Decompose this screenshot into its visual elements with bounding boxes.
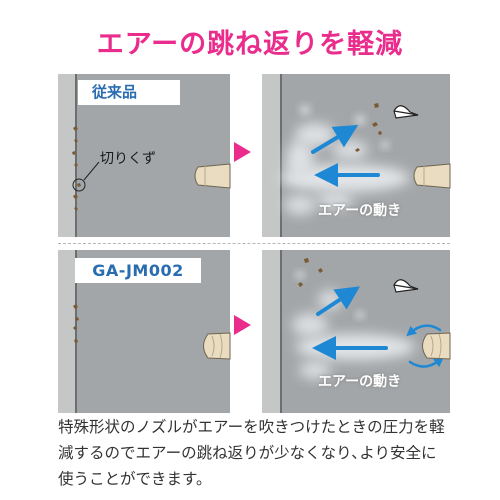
wall bbox=[58, 250, 75, 413]
swirl-icon bbox=[406, 324, 444, 368]
wall-edge bbox=[280, 74, 282, 237]
play-arrow-icon bbox=[234, 315, 251, 335]
nozzle-icon bbox=[194, 163, 231, 189]
air-cloud bbox=[280, 105, 410, 215]
wall bbox=[262, 250, 280, 413]
debris-icon bbox=[73, 304, 79, 343]
label-model: GA-JM002 bbox=[75, 258, 201, 283]
air-arrow-icon bbox=[312, 286, 388, 360]
panel-model-after bbox=[262, 250, 450, 413]
debris-icon bbox=[72, 126, 78, 211]
page-title: エアーの跳ね返りを軽減 bbox=[96, 29, 404, 60]
play-arrow-icon bbox=[234, 142, 251, 162]
eye-icon bbox=[393, 279, 419, 293]
section-divider bbox=[58, 243, 450, 244]
wall bbox=[58, 74, 75, 237]
wall-edge bbox=[75, 250, 77, 413]
nozzle-icon bbox=[203, 332, 231, 360]
air-arrow-icon bbox=[311, 124, 380, 187]
wall-edge bbox=[75, 74, 77, 237]
wall bbox=[262, 74, 280, 237]
eye-icon bbox=[393, 105, 419, 119]
callout-circle bbox=[72, 161, 100, 192]
debris-callout-label: 切りくず bbox=[100, 151, 156, 167]
debris-icon bbox=[355, 103, 382, 152]
nozzle-icon bbox=[422, 332, 451, 360]
air-motion-label: エアーの動き bbox=[318, 203, 402, 219]
air-motion-label: エアーの動き bbox=[318, 374, 402, 390]
debris-icon bbox=[298, 258, 323, 287]
wall-edge bbox=[280, 250, 282, 413]
nozzle-icon bbox=[413, 163, 451, 189]
description-text: 特殊形状のノズルがエアーを吹きつけたときの圧力を軽減するのでエアーの跳ね返りが少… bbox=[58, 418, 445, 488]
label-conventional: 従来品 bbox=[78, 80, 180, 105]
